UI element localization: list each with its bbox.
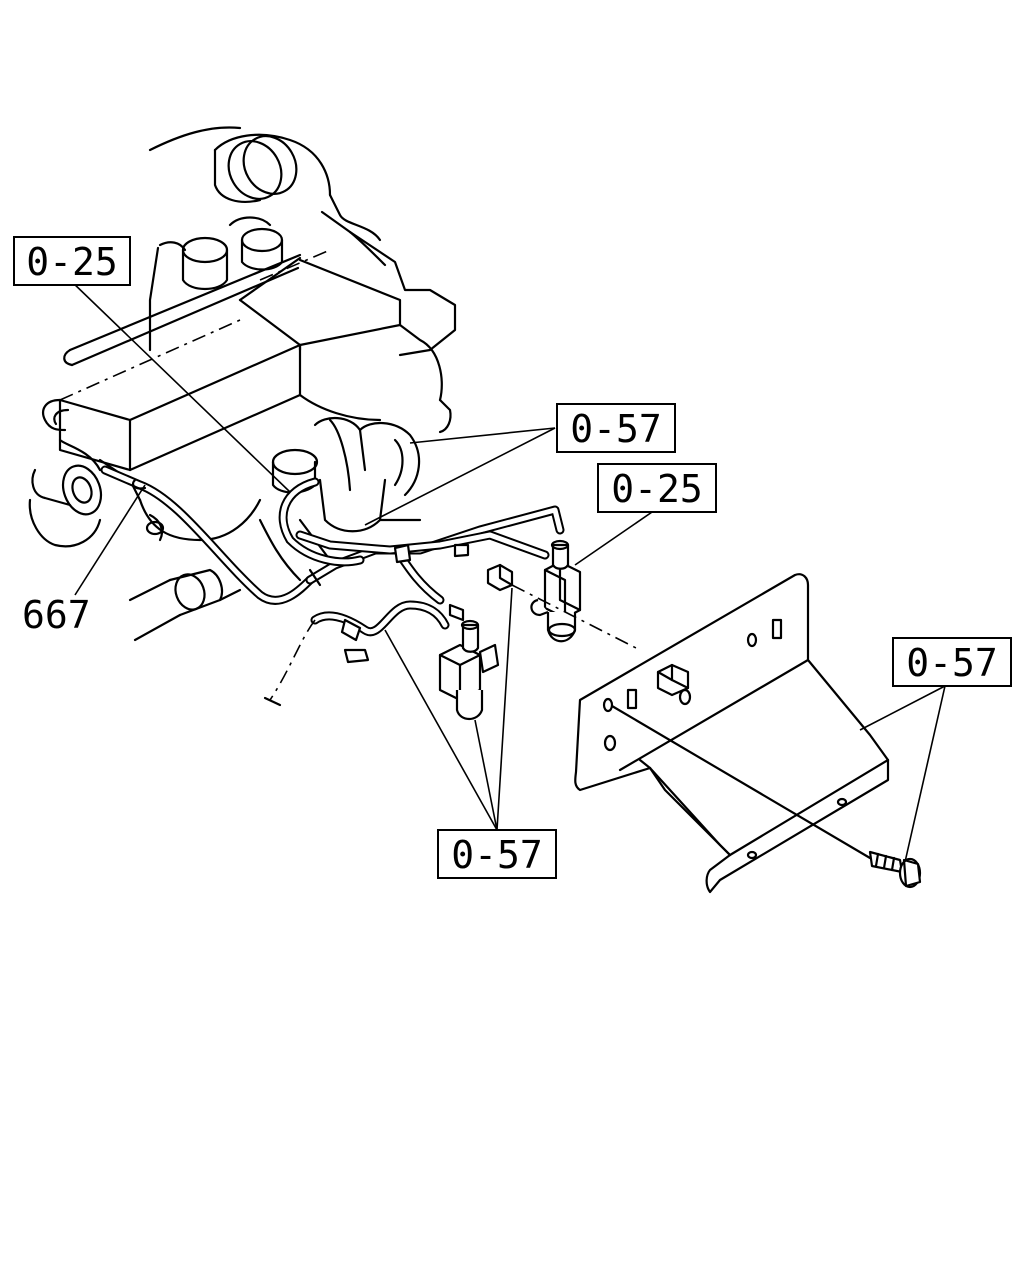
vacuum-switching-valve-upper: [530, 539, 582, 643]
callout-text-0-57-bottom: 0-57: [451, 833, 543, 877]
callout-label-0-25-center: 0-25: [597, 463, 717, 513]
part-number-667: 667: [22, 593, 91, 637]
callout-text-0-57-top: 0-57: [570, 407, 662, 451]
callout-label-0-57-bottom: 0-57: [437, 829, 557, 879]
callout-text-0-57-right: 0-57: [906, 641, 998, 685]
bolt-bracket: [610, 704, 922, 889]
callout-label-0-57-top: 0-57: [556, 403, 676, 453]
callout-leaders: [69, 279, 946, 863]
mounting-bracket: [574, 573, 890, 894]
callout-text-0-25-center: 0-25: [611, 467, 703, 511]
vacuum-hoses: [100, 465, 565, 707]
callout-label-0-25-top: 0-25: [13, 236, 131, 286]
callout-text-0-25-top: 0-25: [26, 240, 118, 284]
vacuum-switching-valve-lower: [438, 603, 500, 721]
callout-label-0-57-right: 0-57: [892, 637, 1012, 687]
bolt-small: [486, 563, 641, 651]
engine-assembly: [28, 126, 457, 642]
